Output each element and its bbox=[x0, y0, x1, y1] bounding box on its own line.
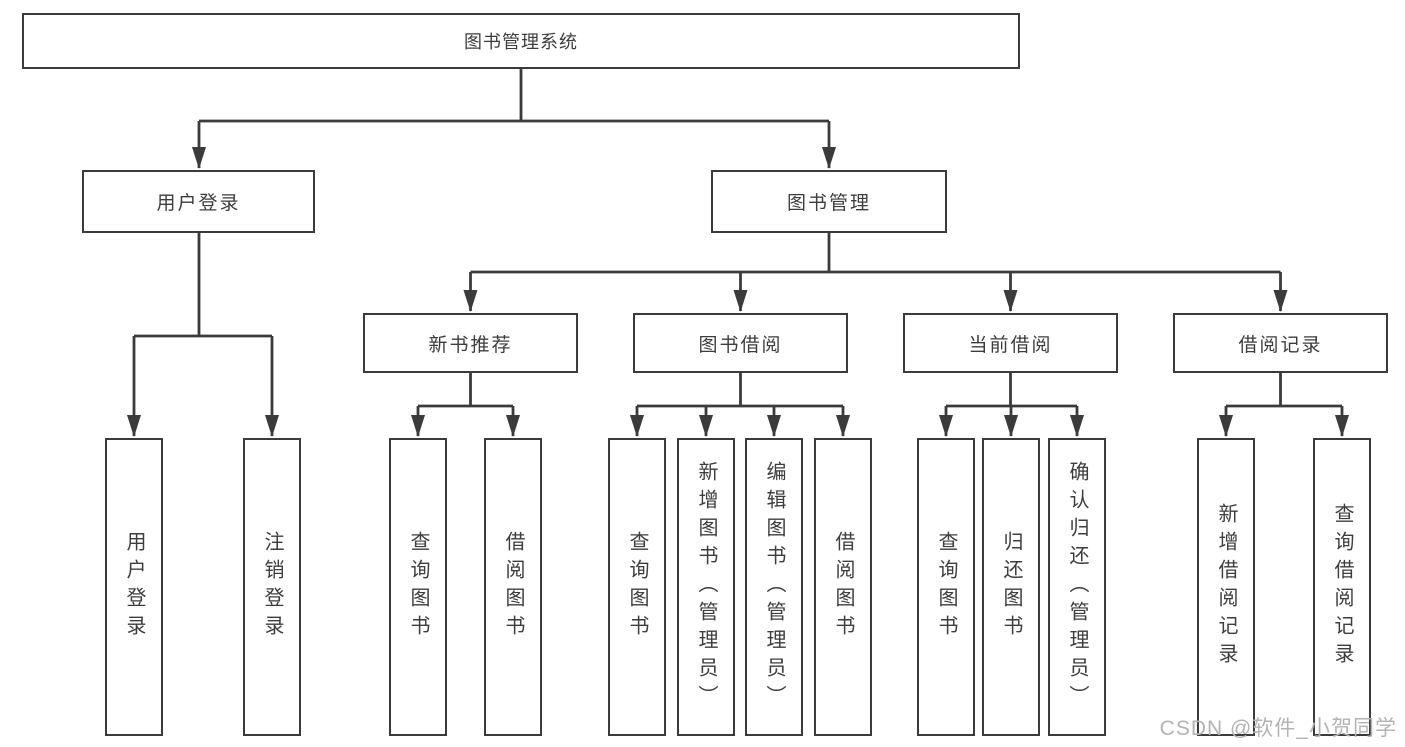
node-label: 借阅图书 bbox=[832, 531, 854, 643]
csdn-watermark: CSDN @软件_小贺同学 bbox=[1159, 717, 1397, 740]
node-label: 借阅图书 bbox=[502, 531, 524, 643]
node-label: 编辑图书（管理员） bbox=[763, 461, 785, 713]
node-label: 图书管理系统 bbox=[464, 32, 578, 52]
node-leaf-bb-add-books-admin: 新增图书（管理员） bbox=[677, 438, 735, 736]
node-book-mgmt-branch: 图书管理 bbox=[711, 170, 947, 233]
node-leaf-bb-edit-books-admin: 编辑图书（管理员） bbox=[745, 438, 803, 736]
node-current-borrow: 当前借阅 bbox=[903, 313, 1118, 373]
node-leaf-cb-query-books: 查询图书 bbox=[917, 438, 975, 736]
node-label: 用户登录 bbox=[123, 531, 145, 643]
node-user-login-branch: 用户登录 bbox=[82, 170, 315, 233]
node-label: 注销登录 bbox=[261, 531, 283, 643]
connector-skeleton bbox=[134, 69, 1342, 408]
node-label: 新增图书（管理员） bbox=[695, 461, 717, 713]
node-label: 查询图书 bbox=[626, 531, 648, 643]
node-label: 借阅记录 bbox=[1238, 334, 1323, 356]
node-label: 查询借阅记录 bbox=[1331, 503, 1353, 671]
node-label: 确认归还（管理员） bbox=[1066, 461, 1088, 713]
node-label: 新增借阅记录 bbox=[1215, 503, 1237, 671]
node-leaf-user-login: 用户登录 bbox=[105, 438, 163, 736]
node-label: 新书推荐 bbox=[428, 334, 513, 356]
node-borrow-records: 借阅记录 bbox=[1173, 313, 1388, 373]
node-leaf-bb-query-books: 查询图书 bbox=[608, 438, 666, 736]
node-label: 查询图书 bbox=[935, 531, 957, 643]
node-leaf-cb-confirm-return-admin: 确认归还（管理员） bbox=[1048, 438, 1106, 736]
node-leaf-cb-return-books: 归还图书 bbox=[982, 438, 1040, 736]
node-label: 图书管理 bbox=[786, 193, 871, 214]
node-label: 当前借阅 bbox=[968, 334, 1053, 356]
node-label: 用户登录 bbox=[156, 193, 241, 214]
node-label: 图书借阅 bbox=[698, 334, 783, 356]
node-leaf-br-query-record: 查询借阅记录 bbox=[1313, 438, 1371, 736]
node-leaf-br-add-record: 新增借阅记录 bbox=[1197, 438, 1255, 736]
node-leaf-bb-borrow-books: 借阅图书 bbox=[814, 438, 872, 736]
node-leaf-logout: 注销登录 bbox=[243, 438, 301, 736]
node-new-book-rec: 新书推荐 bbox=[363, 313, 578, 373]
node-leaf-nbr-borrow-books: 借阅图书 bbox=[484, 438, 542, 736]
node-book-borrow: 图书借阅 bbox=[633, 313, 848, 373]
node-system-root: 图书管理系统 bbox=[22, 13, 1020, 69]
node-leaf-nbr-query-books: 查询图书 bbox=[389, 438, 447, 736]
node-label: 归还图书 bbox=[1000, 531, 1022, 643]
node-label: 查询图书 bbox=[407, 531, 429, 643]
